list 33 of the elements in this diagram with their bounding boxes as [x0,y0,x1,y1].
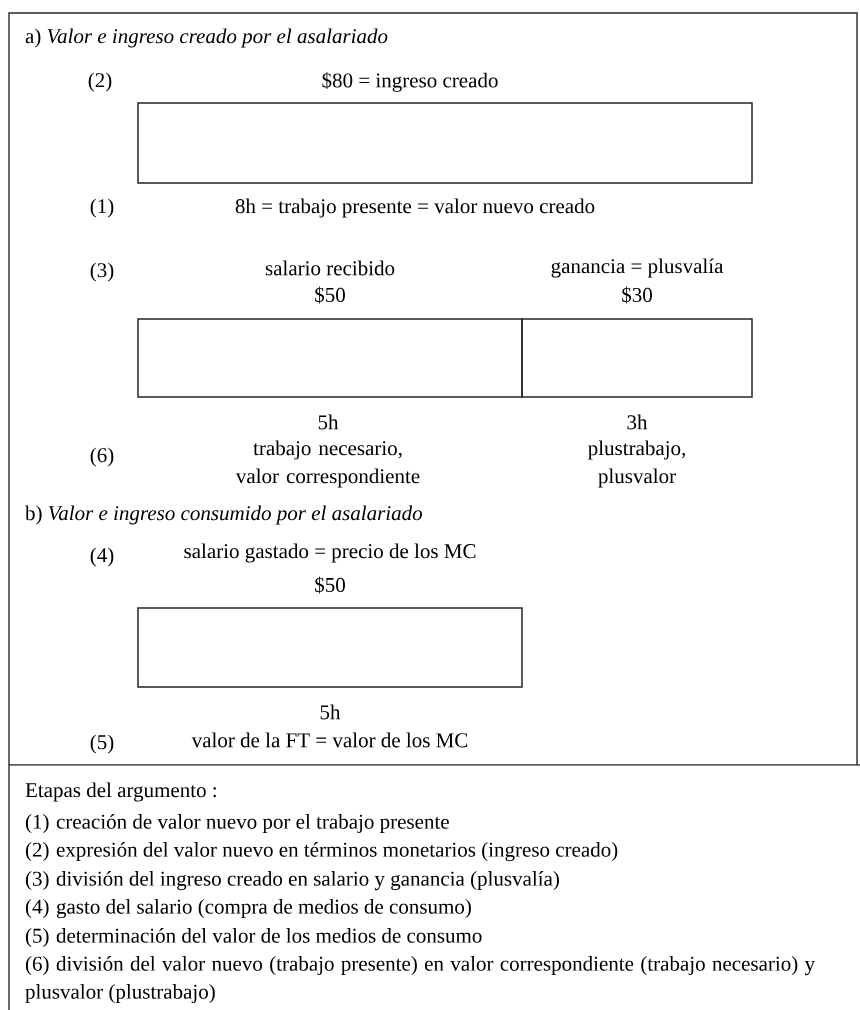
list-item: (1) creación de valor nuevo por el trabajo presente [25,814,449,834]
box-caption: 8h = trabajo presente = valor nuevo creado [235,198,595,218]
list-item: (4) gasto del salario (compra de medios de consumo) [25,899,471,919]
bar-box [521,318,753,398]
list-item: (2) expresión del valor nuevo en términos monetarios (ingreso creado) [25,842,618,862]
box-caption: salario recibido [265,260,395,276]
bar-box [137,102,753,184]
bar-box [137,607,523,688]
box-caption: $30 [622,286,652,304]
box-caption: plustrabajo, plusvalor [588,440,685,488]
step-number: (3) [90,262,114,282]
box-caption: $80 = ingreso creado [322,72,498,92]
step-number: (4) [90,547,114,567]
box-caption: trabajo necesario, valor correspondiente [235,440,420,488]
box-caption: 3h [627,414,648,430]
step-number: (5) [90,734,114,754]
step-number: (1) [90,198,114,218]
list-item: (6) división del valor nuevo (trabajo presente) en valor correspondiente (trabajo necesario) y plusvalor (plustrabajo) [25,956,815,1004]
section-heading: b) Valor e ingreso consumido por el asalariado [25,505,422,525]
step-number: (2) [88,72,112,92]
box-caption: $50 [315,286,345,304]
list-item: (3) división del ingreso creado en salario y ganancia (plusvalía) [25,871,559,891]
box-caption: salario gastado = precio de los MC [184,543,476,563]
bar-box [137,318,523,398]
section-heading: a) Valor e ingreso creado por el asalariado [25,28,388,48]
list-item: (5) determinación del valor de los medios de consumo [25,928,482,948]
box-caption: 5h [320,704,341,720]
box-caption: ganancia = plusvalía [551,258,724,278]
box-caption: $50 [315,576,345,594]
box-caption: valor de la FT = valor de los MC [191,732,468,748]
step-number: (6) [90,447,114,467]
list-heading: Etapas del argumento : [25,782,216,802]
box-caption: 5h [318,414,339,430]
